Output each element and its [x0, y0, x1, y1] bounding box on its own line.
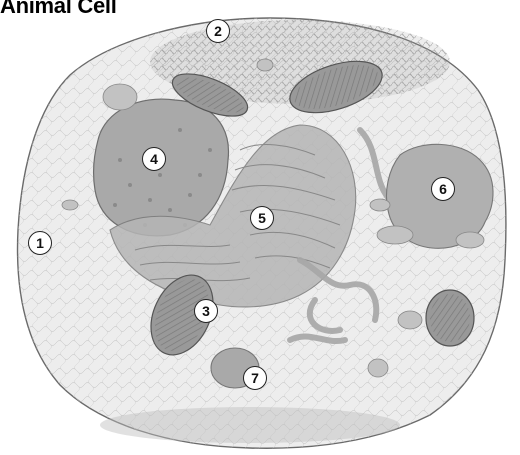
label-1-marker: 1 [28, 231, 52, 255]
label-2-marker: 2 [206, 19, 230, 43]
label-3-marker: 3 [194, 299, 218, 323]
label-4-marker: 4 [142, 147, 166, 171]
mitochondrion-right [426, 290, 474, 346]
label-5-marker: 5 [250, 206, 274, 230]
label-7-marker: 7 [243, 366, 267, 390]
label-6-marker: 6 [431, 177, 455, 201]
